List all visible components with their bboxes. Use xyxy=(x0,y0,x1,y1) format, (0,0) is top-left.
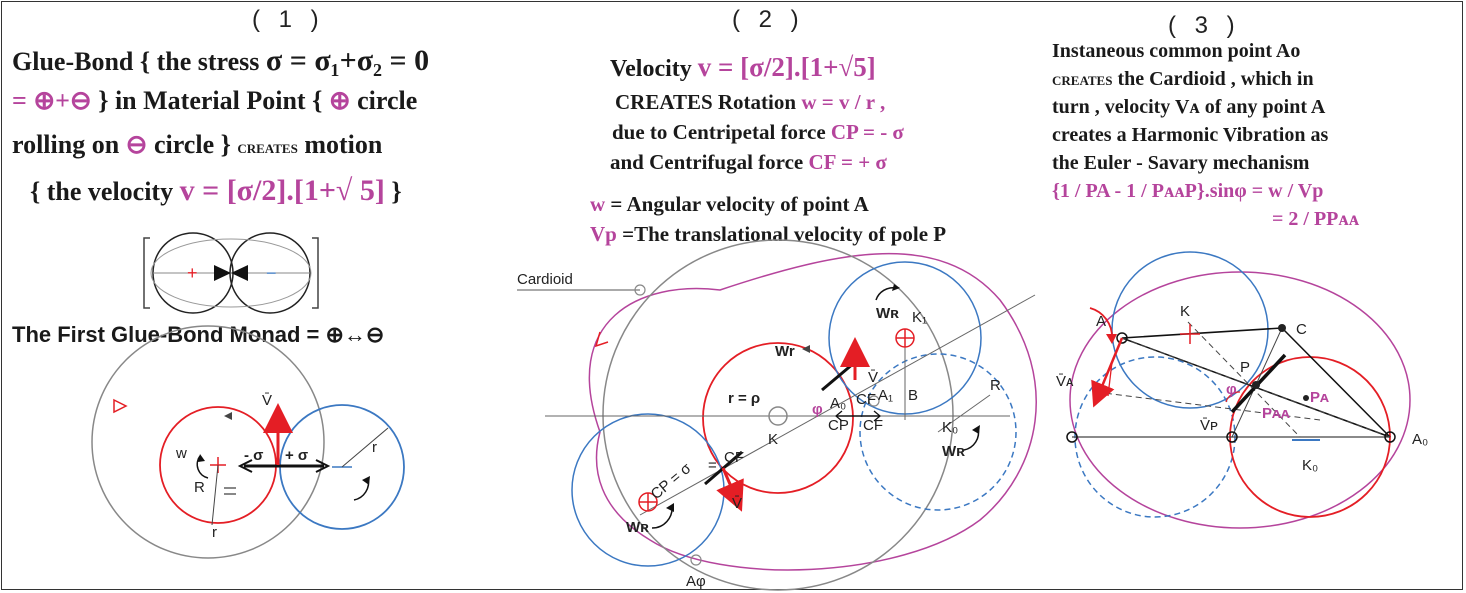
panel-3-number: ( 3 ) xyxy=(1168,12,1241,39)
p3-line2: creates the Cardioid , which in xyxy=(1052,68,1314,90)
p1-line2: = ⊕+⊖ } in Material Point { ⊕ circle xyxy=(12,86,418,115)
svg-text:Wʀ: Wʀ xyxy=(626,519,649,536)
p2-line2: CREATES Rotation w = v / r , xyxy=(615,90,886,114)
p3-circles xyxy=(1066,251,1411,529)
p2-circles xyxy=(517,239,1037,591)
svg-text:K₀: K₀ xyxy=(942,419,958,436)
svg-text:K: K xyxy=(1180,303,1190,320)
svg-text:Cardioid: Cardioid xyxy=(517,271,573,288)
svg-text:r: r xyxy=(212,524,217,541)
svg-text:R: R xyxy=(990,377,1001,394)
panel-1-number: ( 1 ) xyxy=(252,6,325,33)
p2-line5: w = Angular velocity of point A xyxy=(590,192,869,216)
p3-line5: the Euler - Savary mechanism xyxy=(1052,152,1310,174)
svg-text:V̄ᴘ: V̄ᴘ xyxy=(1200,417,1218,434)
svg-text:+: + xyxy=(187,263,198,283)
p2-line1: Velocity v = [σ/2].[1+√5] xyxy=(610,52,876,82)
svg-text:A₀: A₀ xyxy=(830,395,846,412)
p1-circles xyxy=(91,325,405,559)
p3-labels: A K C P V̄ᴀ φ Pᴀ Pᴀᴀ V̄ᴘ K₀ A₀ xyxy=(1056,303,1428,474)
svg-text:K₁: K₁ xyxy=(912,309,927,326)
monad-icon: + − xyxy=(143,232,319,314)
svg-text:+ σ: + σ xyxy=(285,447,308,464)
p3-line6: {1 / PA - 1 / PᴀᴀP}.sinφ = w / Vp xyxy=(1052,180,1324,202)
svg-text:Wʀ: Wʀ xyxy=(942,443,965,460)
p2-labels: Cardioid Wʀ K₁ Wr V̄ r = ρ φ A₀ A₁ B R C… xyxy=(517,271,1001,590)
svg-text:K: K xyxy=(768,431,778,448)
svg-text:V̄: V̄ xyxy=(262,392,272,409)
p3-line3: turn , velocity Vᴀ of any point A xyxy=(1052,96,1326,118)
svg-text:C: C xyxy=(1296,321,1307,338)
svg-text:V̄: V̄ xyxy=(732,495,742,512)
svg-text:w: w xyxy=(175,445,187,462)
p1-line1: Glue-Bond { the stress σ = σ₁+σ₂ = 0 xyxy=(12,44,430,77)
panel-2-number: ( 2 ) xyxy=(732,6,805,33)
svg-text:Wʀ: Wʀ xyxy=(876,305,899,322)
svg-text:=: = xyxy=(708,457,717,474)
svg-text:Pᴀ: Pᴀ xyxy=(1310,389,1329,406)
svg-text:CF: CF xyxy=(856,391,876,408)
svg-text:CF: CF xyxy=(724,449,744,466)
p3-line4: creates a Harmonic Vibration as xyxy=(1052,124,1329,146)
svg-text:Aφ: Aφ xyxy=(686,573,706,590)
p3-line7: = 2 / PPᴀᴀ xyxy=(1272,208,1360,230)
svg-text:R: R xyxy=(194,479,205,496)
p3-line1: Instaneous common point Ao xyxy=(1052,40,1301,62)
svg-text:r: r xyxy=(372,439,377,456)
svg-text:Wr: Wr xyxy=(775,343,795,360)
svg-text:Pᴀᴀ: Pᴀᴀ xyxy=(1262,405,1290,422)
p2-line3: due to Centripetal force CP = - σ xyxy=(612,120,904,144)
svg-text:K₀: K₀ xyxy=(1302,457,1318,474)
p2-line4: and Centrifugal force CF = + σ xyxy=(610,150,887,174)
svg-text:CP: CP xyxy=(828,417,849,434)
p1-line4: { the velocity v = [σ/2].[1+√ 5] } xyxy=(30,174,402,207)
svg-text:- σ: - σ xyxy=(244,447,263,464)
svg-text:φ: φ xyxy=(812,401,823,418)
svg-text:φ: φ xyxy=(1226,381,1237,398)
svg-text:r = ρ: r = ρ xyxy=(728,390,760,407)
svg-text:A: A xyxy=(1096,313,1106,330)
svg-text:P: P xyxy=(1240,359,1250,376)
svg-text:−: − xyxy=(266,263,277,283)
svg-text:A₁: A₁ xyxy=(878,387,893,404)
svg-text:CF: CF xyxy=(863,417,883,434)
p2-line6: Vp =The translational velocity of pole P xyxy=(590,222,947,246)
p1-line3: rolling on ⊖ circle } creates motion xyxy=(12,130,383,159)
svg-text:A₀: A₀ xyxy=(1412,431,1428,448)
svg-text:B: B xyxy=(908,387,918,404)
p1-labels: V̄ w - σ + σ R r r xyxy=(175,392,377,541)
svg-text:CP = σ: CP = σ xyxy=(648,459,695,503)
svg-text:V̄ᴀ: V̄ᴀ xyxy=(1056,373,1074,390)
svg-text:V̄: V̄ xyxy=(868,369,878,386)
